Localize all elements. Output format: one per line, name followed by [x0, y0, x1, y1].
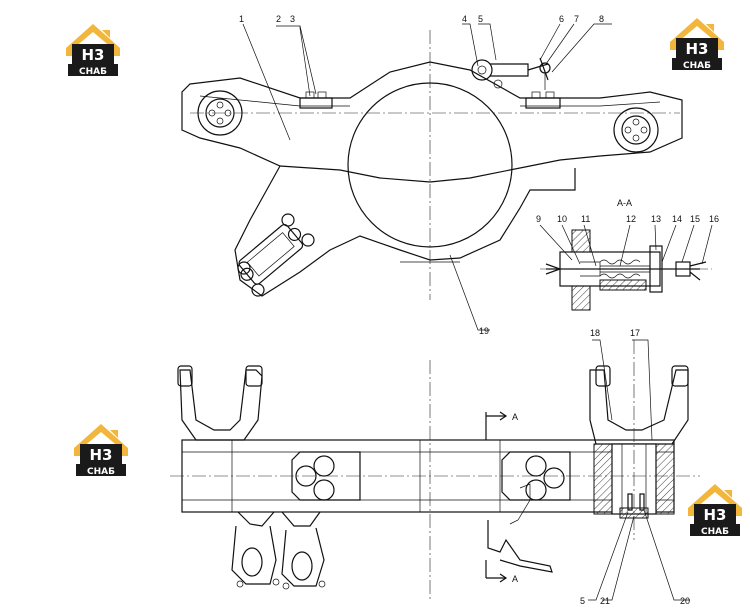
section-view-a-a: A-A: [540, 198, 712, 311]
callout-8: 8: [599, 14, 604, 24]
logo-text-bottom: СНАБ: [683, 61, 711, 71]
callout-3: 3: [290, 14, 295, 24]
callout-11: 11: [581, 214, 590, 224]
callout-9: 9: [536, 214, 541, 224]
callout-4: 4: [462, 14, 467, 24]
logo-text-bottom: СНАБ: [79, 67, 107, 77]
cut-marker-top: A: [512, 412, 518, 422]
brand-logo-mid-left: Н3 СНАБ: [70, 418, 132, 480]
logo-text-bottom: СНАБ: [87, 467, 115, 477]
callout-17: 17: [630, 328, 640, 338]
callout-10: 10: [557, 214, 567, 224]
house-logo-icon: Н3 СНАБ: [688, 484, 742, 537]
callout-21: 21: [600, 596, 610, 606]
callout-6: 6: [559, 14, 564, 24]
callout-7: 7: [574, 14, 579, 24]
brand-logo-top-left: Н3 СНАБ: [62, 18, 124, 80]
cut-marker-bottom: A: [512, 574, 518, 584]
logo-text-top: Н3: [686, 40, 709, 58]
logo-text-top: Н3: [704, 506, 727, 524]
logo-text-top: Н3: [82, 46, 105, 64]
house-logo-icon: Н3 СНАБ: [74, 424, 128, 477]
callout-13: 13: [651, 214, 661, 224]
callout-14: 14: [672, 214, 682, 224]
callout-15: 15: [690, 214, 700, 224]
callout-5: 5: [478, 14, 483, 24]
callout-leaders: [242, 23, 713, 601]
house-logo-icon: Н3 СНАБ: [66, 24, 120, 77]
callout-1: 1: [239, 14, 244, 24]
bottom-view: A A: [170, 340, 700, 600]
callout-labels: 1 2 3 4 5 6 7 8 9 10 11 12 13 14 15 16 1…: [239, 14, 719, 606]
brand-logo-top-right: Н3 СНАБ: [666, 12, 728, 74]
logo-text-top: Н3: [90, 446, 113, 464]
callout-2: 2: [276, 14, 281, 24]
callout-19: 19: [479, 326, 489, 336]
section-label: A-A: [617, 198, 632, 208]
callout-18: 18: [590, 328, 600, 338]
brand-logo-bottom-right: Н3 СНАБ: [684, 478, 746, 540]
callout-20: 20: [680, 596, 690, 606]
callout-5-bottom: 5: [580, 596, 585, 606]
house-logo-icon: Н3 СНАБ: [670, 18, 724, 71]
top-view: [181, 30, 683, 300]
callout-12: 12: [626, 214, 636, 224]
logo-text-bottom: СНАБ: [701, 527, 729, 537]
callout-16: 16: [709, 214, 719, 224]
